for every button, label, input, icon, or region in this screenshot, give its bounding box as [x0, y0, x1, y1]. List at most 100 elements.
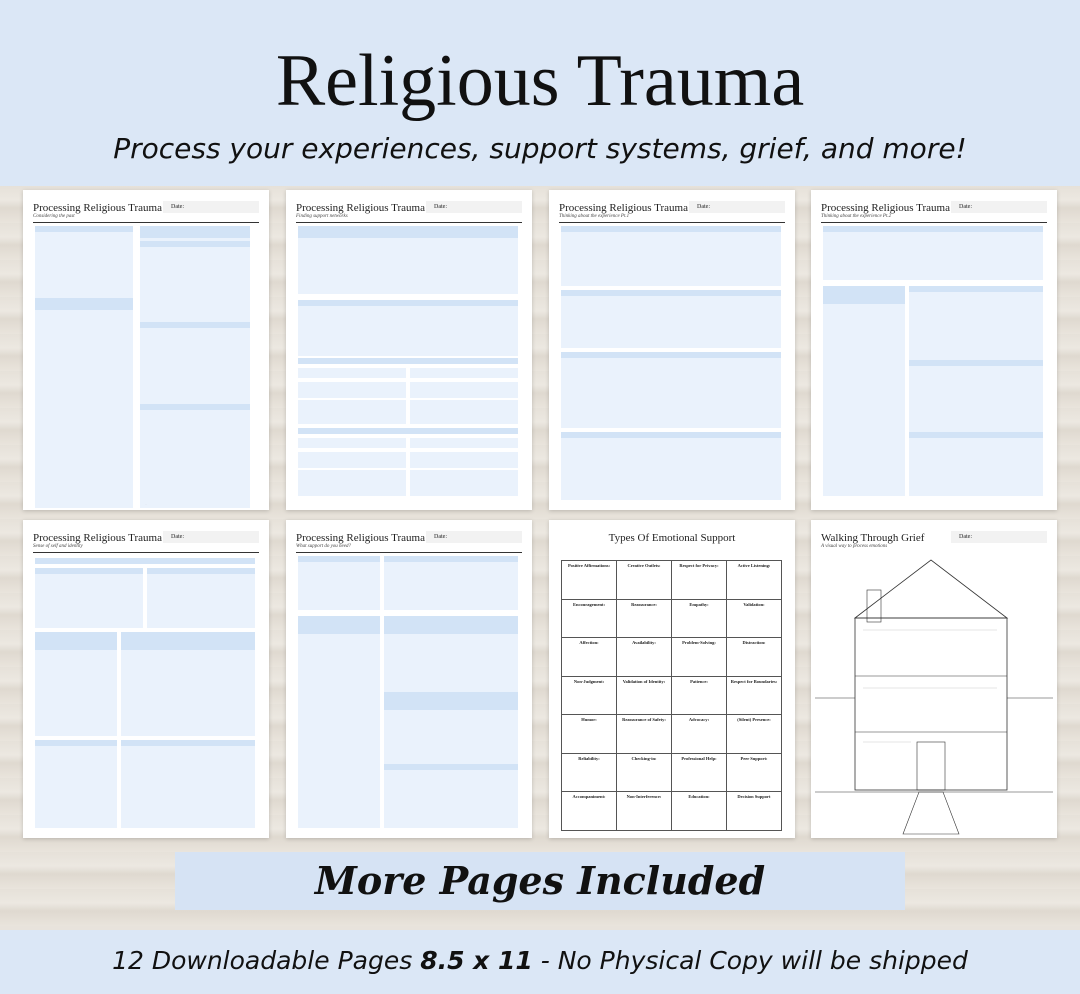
- support-type-label: Accompaniment:: [572, 794, 606, 800]
- answer-box: [298, 556, 380, 610]
- support-type-label: Education:: [688, 794, 710, 800]
- support-type-label: Reassurance of Safety:: [622, 717, 666, 723]
- support-type-cell: Positive Affirmations:: [562, 561, 617, 600]
- date-label: Date:: [434, 534, 447, 540]
- preview-page-experience-pt2: Processing Religious Trauma Thinking abo…: [811, 190, 1057, 510]
- answer-box: [384, 616, 518, 828]
- page-subheading: A visual way to process emotions: [821, 544, 888, 549]
- page-subheading: What support do you need?: [296, 544, 351, 549]
- support-type-label: Humor:: [581, 717, 597, 723]
- answer-box: [35, 740, 117, 828]
- date-label: Date:: [697, 204, 710, 210]
- page-heading: Processing Religious Trauma: [296, 202, 425, 214]
- answer-box: [147, 568, 255, 628]
- support-type-cell: Creative Outlets:: [617, 561, 672, 600]
- page-heading: Types Of Emotional Support: [608, 532, 736, 544]
- page-heading: Processing Religious Trauma: [559, 202, 688, 214]
- support-type-label: Patience:: [690, 678, 708, 684]
- preview-page-experience-pt1: Processing Religious Trauma Thinking abo…: [549, 190, 795, 510]
- support-type-label: Availability:: [632, 640, 656, 646]
- support-type-cell: Professional Help:: [672, 753, 727, 793]
- support-type-cell: (Silent) Presence:: [727, 715, 782, 754]
- support-type-label: Respect for Privacy:: [679, 563, 719, 568]
- support-type-label: Checking-in:: [631, 755, 657, 761]
- support-type-cell: Respect for Boundaries:: [727, 676, 782, 716]
- support-type-label: Advocacy:: [688, 717, 710, 723]
- answer-box: [121, 740, 255, 828]
- answer-box: [384, 556, 518, 610]
- answer-box: [298, 300, 518, 356]
- answer-box: [561, 432, 781, 500]
- support-type-cell: Patience:: [672, 676, 727, 716]
- page-heading: Walking Through Grief: [821, 532, 925, 544]
- date-label: Date:: [959, 534, 972, 540]
- support-type-cell: Reassurance of Safety:: [617, 715, 672, 754]
- support-type-label: Empathy:: [689, 601, 709, 607]
- support-type-cell: Respect for Privacy:: [672, 561, 727, 600]
- support-type-cell: Validation:: [727, 599, 782, 639]
- support-type-label: Encouragement:: [573, 601, 605, 607]
- support-type-cell: Availability:: [617, 638, 672, 677]
- page-subheading: Thinking about the experience Pt.2: [821, 214, 892, 219]
- support-type-label: Positive Affirmations:: [567, 563, 611, 568]
- answer-box: [140, 226, 250, 508]
- support-type-cell: Decision Support: [727, 792, 782, 831]
- support-type-cell: Reassurance:: [617, 599, 672, 639]
- support-type-label: Respect for Boundaries:: [730, 678, 778, 684]
- support-type-label: Decision Support: [737, 794, 771, 800]
- support-type-cell: Checking-in:: [617, 753, 672, 793]
- support-type-label: Peer Support:: [740, 755, 768, 761]
- support-type-cell: Non-Judgment:: [562, 676, 617, 716]
- footer-band: [0, 930, 1080, 994]
- support-type-cell: Non-Interference:: [617, 792, 672, 831]
- answer-box: [561, 352, 781, 428]
- page-subheading: Sense of self and identity: [33, 544, 83, 549]
- support-type-label: Distraction:: [742, 640, 766, 646]
- support-type-label: Professional Help:: [681, 755, 717, 761]
- support-type-label: Creative Outlets:: [627, 563, 661, 568]
- grief-house-diagram: [815, 559, 1053, 835]
- preview-page-sense-of-self: Processing Religious Trauma Sense of sel…: [23, 520, 269, 838]
- answer-box: [823, 226, 1043, 280]
- answer-box: [35, 568, 143, 628]
- support-type-cell: Advocacy:: [672, 715, 727, 754]
- page-heading: Processing Religious Trauma: [296, 532, 425, 544]
- page-subheading: Finding support networks: [296, 214, 348, 219]
- support-type-cell: Humor:: [562, 715, 617, 754]
- preview-page-emotional-support: Types Of Emotional Support Positive Affi…: [549, 520, 795, 838]
- preview-page-support-needed: Processing Religious Trauma What support…: [286, 520, 532, 838]
- support-types-grid: Positive Affirmations: Creative Outlets: R…: [561, 560, 782, 831]
- support-type-label: Validation:: [743, 601, 765, 607]
- support-type-cell: Affection:: [562, 638, 617, 677]
- support-type-label: Reassurance:: [631, 601, 657, 607]
- support-type-cell: Empathy:: [672, 599, 727, 639]
- support-type-cell: Accompaniment:: [562, 792, 617, 831]
- header-band: [0, 0, 1080, 186]
- support-type-cell: Peer Support:: [727, 753, 782, 793]
- answer-box: [823, 286, 905, 496]
- support-type-cell: Problem-Solving:: [672, 638, 727, 677]
- support-type-label: (Silent) Presence:: [737, 717, 771, 723]
- page-subheading: Considering the past: [33, 214, 75, 219]
- support-type-label: Active Listening:: [737, 563, 771, 568]
- page-heading: Processing Religious Trauma: [821, 202, 950, 214]
- date-label: Date:: [959, 204, 972, 210]
- page-heading: Processing Religious Trauma: [33, 532, 162, 544]
- more-pages-banner: More Pages Included: [175, 852, 905, 910]
- support-type-label: Non-Interference:: [626, 794, 662, 800]
- support-type-cell: Validation of Identity:: [617, 676, 672, 716]
- page-heading: Processing Religious Trauma: [33, 202, 162, 214]
- answer-box: [35, 226, 133, 508]
- support-type-cell: Encouragement:: [562, 599, 617, 639]
- support-type-label: Validation of Identity:: [622, 678, 666, 684]
- support-type-cell: Distraction:: [727, 638, 782, 677]
- date-label: Date:: [434, 204, 447, 210]
- date-label: Date:: [171, 204, 184, 210]
- answer-box: [298, 616, 380, 828]
- date-label: Date:: [171, 534, 184, 540]
- support-type-label: Non-Judgment:: [573, 678, 605, 684]
- support-type-label: Problem-Solving:: [682, 640, 716, 646]
- answer-box: [561, 226, 781, 286]
- preview-page-support-networks: Processing Religious Trauma Finding supp…: [286, 190, 532, 510]
- answer-box: [561, 290, 781, 348]
